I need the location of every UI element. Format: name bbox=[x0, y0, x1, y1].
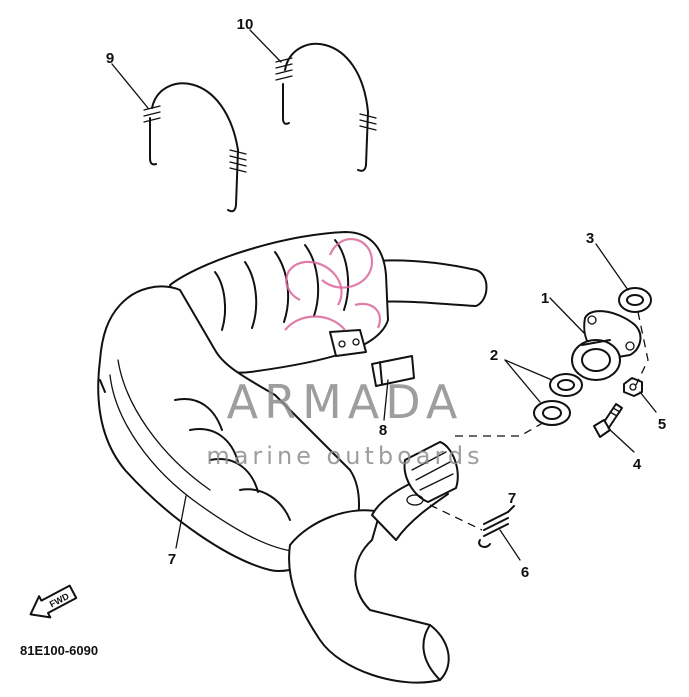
grommet-part-3 bbox=[618, 287, 652, 313]
bolt-part-4 bbox=[593, 403, 623, 438]
callout-1: 1 bbox=[541, 290, 549, 307]
joint-flange-part-1 bbox=[571, 310, 642, 381]
watermark-tagline: marine outboards bbox=[206, 442, 483, 470]
watermark-brand: ARMADA bbox=[227, 375, 464, 429]
callout-7: 7 bbox=[168, 551, 176, 568]
nut-part-5 bbox=[623, 377, 643, 397]
gaskets-part-2 bbox=[533, 373, 583, 426]
callout-7-small: 7 bbox=[508, 490, 516, 507]
drawing-code: 81E100-6090 bbox=[20, 643, 98, 658]
plate-part-8 bbox=[371, 355, 415, 387]
forward-direction-arrow: FWD bbox=[29, 584, 78, 619]
assembly-guide-lines bbox=[429, 311, 649, 531]
spring-hook-part-9 bbox=[143, 82, 247, 213]
callout-5: 5 bbox=[658, 416, 666, 433]
watermark-logo bbox=[284, 238, 381, 331]
callout-labels: 1 2 3 4 5 6 7 7 8 9 10 bbox=[106, 16, 666, 581]
callout-10: 10 bbox=[237, 16, 254, 33]
callout-6: 6 bbox=[521, 564, 529, 581]
callout-4: 4 bbox=[633, 456, 642, 473]
spring-hook-part-10 bbox=[275, 42, 377, 172]
callout-2: 2 bbox=[490, 347, 498, 364]
muffler-assembly-part-7 bbox=[97, 231, 488, 684]
callout-8: 8 bbox=[379, 422, 387, 439]
leader-lines bbox=[111, 29, 657, 561]
spring-clip-part-6 bbox=[478, 505, 515, 548]
callout-9: 9 bbox=[106, 50, 114, 67]
callout-3: 3 bbox=[586, 230, 594, 247]
armada-watermark: ARMADA marine outboards bbox=[206, 238, 483, 470]
